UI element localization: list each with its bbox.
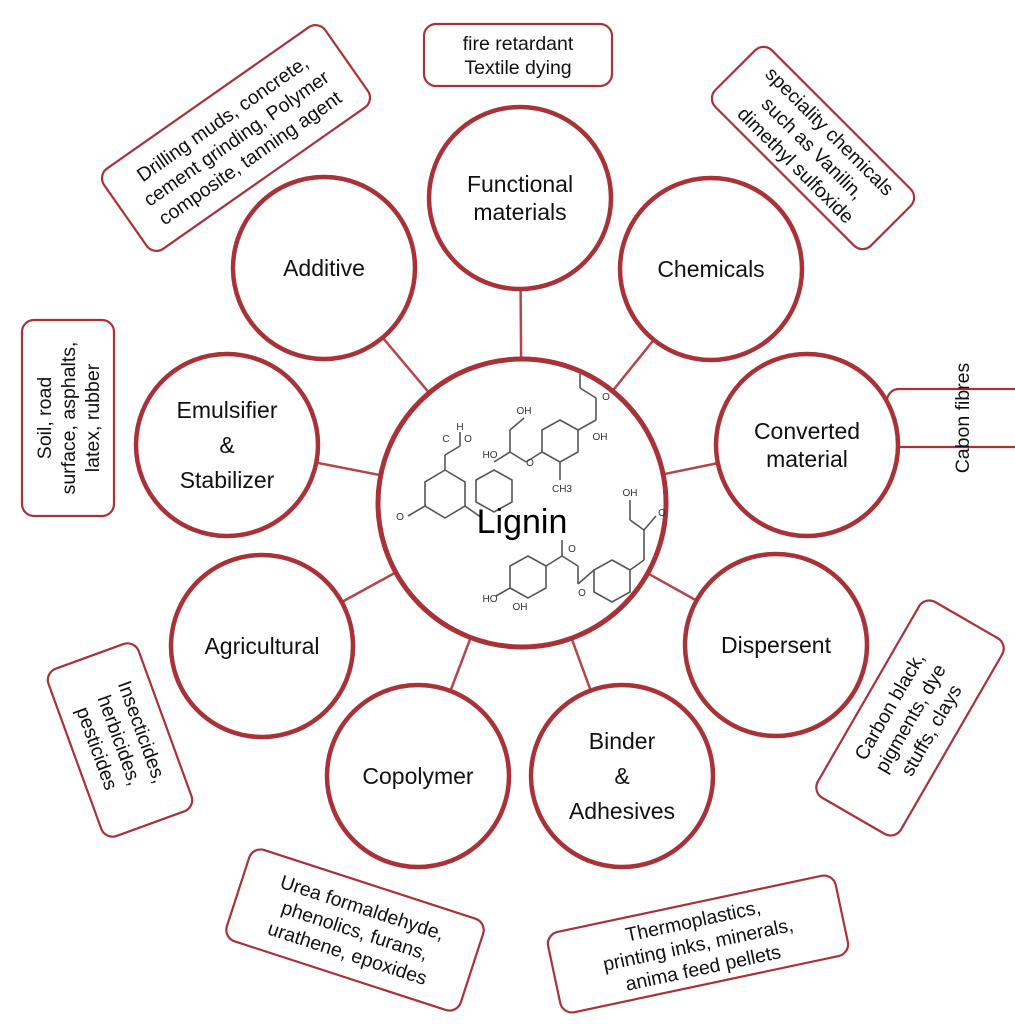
category-dispersent: Dispersent — [682, 551, 870, 739]
example-box-frame — [546, 874, 850, 1014]
category-label: Adhesives — [569, 798, 675, 824]
example-box-frame — [885, 387, 1015, 449]
category-chemicals: Chemicals — [617, 175, 805, 363]
atom-label: OH — [593, 432, 608, 443]
category-agricultural: Agricultural — [168, 552, 356, 740]
example-box-frame — [815, 599, 1005, 837]
category-label: Copolymer — [362, 763, 474, 789]
category-label: Additive — [283, 255, 365, 281]
category-label: Stabilizer — [180, 467, 275, 493]
example-box-frame — [46, 642, 194, 838]
connector-converted-material — [662, 461, 719, 476]
category-circle — [426, 104, 614, 292]
category-label: Chemicals — [657, 256, 764, 282]
atom-label: O — [526, 458, 534, 469]
example-box-frame — [422, 22, 614, 88]
connector-chemicals — [611, 339, 655, 392]
category-circle — [682, 551, 870, 739]
category-label: Dispersent — [721, 632, 832, 658]
example-box-agricultural: Insecticides,herbicides,pesticides — [46, 642, 194, 838]
category-circle — [230, 174, 418, 362]
category-label: material — [766, 446, 848, 472]
atom-label: O — [578, 588, 586, 599]
center-node: H C O OH HO O CH3 OH O O OH O HO O OH O … — [375, 356, 669, 650]
category-circle — [168, 552, 356, 740]
category-label: materials — [473, 199, 566, 225]
category-circle — [617, 175, 805, 363]
connector-emulsifier-stabilizer — [316, 461, 381, 477]
atom-label: OH — [623, 488, 638, 499]
connector-dispersent — [647, 572, 698, 602]
category-emulsifier-stabilizer: Emulsifier & Stabilizer — [133, 351, 321, 539]
category-label: Functional — [467, 171, 573, 197]
example-text: Textile dying — [464, 57, 571, 79]
example-box-converted-material: Cabon fibres — [885, 362, 1015, 473]
atom-label: HO — [483, 450, 498, 461]
atom-label: OH — [517, 406, 532, 417]
example-box-binder-adhesives: Thermoplastics,printing inks, minerals,a… — [546, 874, 850, 1014]
example-text: Cabon fibres — [952, 362, 974, 473]
example-box-frame — [225, 848, 485, 1012]
example-box-frame — [100, 24, 372, 252]
category-circle — [713, 351, 901, 539]
connector-binder-adhesives — [570, 637, 592, 692]
atom-label: O — [658, 508, 666, 519]
category-label: Converted — [754, 418, 860, 444]
atom-label: CH3 — [552, 484, 572, 495]
category-label: & — [219, 432, 234, 458]
category-label: Emulsifier — [177, 397, 278, 423]
connectors — [316, 288, 719, 692]
atom-label: O — [602, 392, 610, 403]
category-circle — [324, 682, 512, 870]
atom-label: O — [396, 512, 404, 523]
connector-additive — [381, 336, 431, 394]
example-box-copolymer: Urea formaldehyde,phenolics, furans,urat… — [225, 848, 485, 1012]
category-additive: Additive — [230, 174, 418, 362]
atom-label: O — [464, 434, 472, 445]
example-text: surface, asphalts, — [58, 342, 80, 495]
atom-label: HO — [483, 594, 498, 605]
example-text: fire retardant — [463, 33, 574, 55]
category-circle — [133, 351, 321, 539]
category-circle — [528, 682, 716, 870]
category-circles: FunctionalmaterialsChemicalsConvertedmat… — [133, 104, 901, 870]
connector-functional-materials — [519, 288, 523, 360]
category-label: Binder — [589, 728, 656, 754]
lignin-structure-icon: H C O OH HO O CH3 OH O O OH O HO O OH O — [396, 374, 666, 613]
connector-copolymer — [449, 637, 472, 692]
category-label: & — [614, 763, 629, 789]
atom-label: C — [442, 434, 449, 445]
category-binder-adhesives: Binder & Adhesives — [528, 682, 716, 870]
example-text: latex, rubber — [82, 363, 104, 472]
atom-label: OH — [513, 602, 528, 613]
example-box-frame — [20, 318, 116, 518]
example-box-frame — [710, 45, 916, 251]
atom-label: O — [568, 544, 576, 555]
connector-agricultural — [341, 571, 397, 604]
center-label: Lignin — [477, 503, 568, 541]
example-text: Soil, road — [34, 377, 56, 459]
atom-label: H — [456, 422, 463, 433]
category-copolymer: Copolymer — [324, 682, 512, 870]
category-label: Agricultural — [204, 633, 319, 659]
